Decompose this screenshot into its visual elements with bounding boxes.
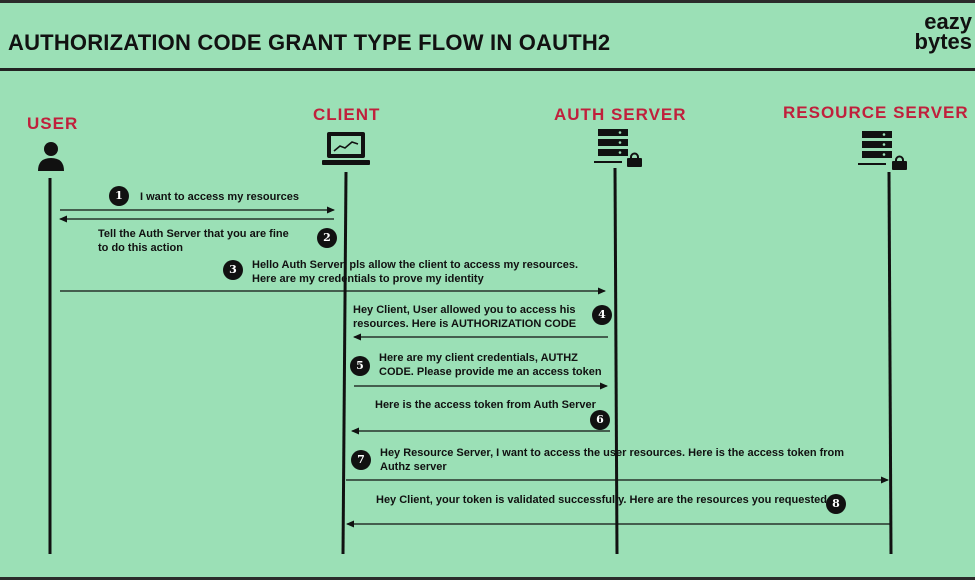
server-lock-icon bbox=[594, 129, 642, 167]
actor-label-user: USER bbox=[27, 114, 79, 133]
step-badge-4: 4 bbox=[592, 305, 612, 325]
top-border bbox=[0, 0, 975, 3]
user-icon bbox=[38, 142, 64, 171]
laptop-chart-icon bbox=[322, 132, 370, 165]
step-badge-2: 2 bbox=[317, 228, 337, 248]
step-3-message: Hello Auth Server, pls allow the client … bbox=[252, 258, 578, 286]
step-8-line-1: Hey Client, your token is validated succ… bbox=[376, 494, 827, 506]
lifeline-auth-server bbox=[613, 167, 619, 555]
step-badge-1: 1 bbox=[109, 186, 129, 206]
step-1-line-1: I want to access my resources bbox=[140, 191, 299, 203]
brand-logo: eazy bytes bbox=[914, 9, 972, 54]
server-lock-icon bbox=[858, 131, 907, 170]
title-divider bbox=[0, 68, 975, 71]
step-1-message: I want to access my resources bbox=[140, 190, 299, 204]
step-5-message: Here are my client credentials, AUTHZ CO… bbox=[379, 351, 602, 379]
step-badge-3: 3 bbox=[223, 260, 243, 280]
actor-label-resource-server: RESOURCE SERVER bbox=[783, 103, 969, 122]
step-badge-8: 8 bbox=[826, 494, 846, 514]
actor-label-auth-server: AUTH SERVER bbox=[554, 105, 687, 124]
step-5-line-2: CODE. Please provide me an access token bbox=[379, 366, 602, 378]
step-3-line-1: Hello Auth Server, pls allow the client … bbox=[252, 259, 579, 271]
step-7-line-1: Hey Resource Server, I want to access th… bbox=[380, 447, 845, 459]
step-2-line-2: to do this action bbox=[98, 242, 183, 254]
step-8-message: Hey Client, your token is validated succ… bbox=[376, 493, 827, 507]
lifeline-resource-server bbox=[887, 171, 893, 555]
brand-logo-line-2: bytes bbox=[914, 29, 972, 54]
step-3-line-2: Here are my credentials to prove my iden… bbox=[252, 273, 484, 285]
step-4-message: Hey Client, User allowed you to access h… bbox=[353, 303, 576, 331]
step-6-message: Here is the access token from Auth Serve… bbox=[375, 398, 596, 412]
step-badge-7: 7 bbox=[351, 450, 371, 470]
step-2-line-1: Tell the Auth Server that you are fine bbox=[98, 228, 289, 240]
step-4-line-1: Hey Client, User allowed you to access h… bbox=[353, 304, 576, 316]
step-7-message: Hey Resource Server, I want to access th… bbox=[380, 446, 844, 474]
step-7-line-2: Authz server bbox=[380, 461, 447, 473]
brand-logo-line-1: eazy bbox=[924, 9, 972, 34]
page-title: AUTHORIZATION CODE GRANT TYPE FLOW IN OA… bbox=[8, 30, 611, 55]
step-badge-6: 6 bbox=[590, 410, 610, 430]
step-6-line-1: Here is the access token from Auth Serve… bbox=[375, 399, 596, 411]
bottom-border bbox=[0, 577, 975, 580]
step-2-message: Tell the Auth Server that you are fine t… bbox=[98, 227, 289, 255]
lifeline-client bbox=[341, 171, 348, 555]
actor-label-client: CLIENT bbox=[313, 105, 381, 124]
step-5-line-1: Here are my client credentials, AUTHZ bbox=[379, 352, 578, 364]
step-badge-5: 5 bbox=[350, 356, 370, 376]
step-4-line-2: resources. Here is AUTHORIZATION CODE bbox=[353, 318, 577, 330]
